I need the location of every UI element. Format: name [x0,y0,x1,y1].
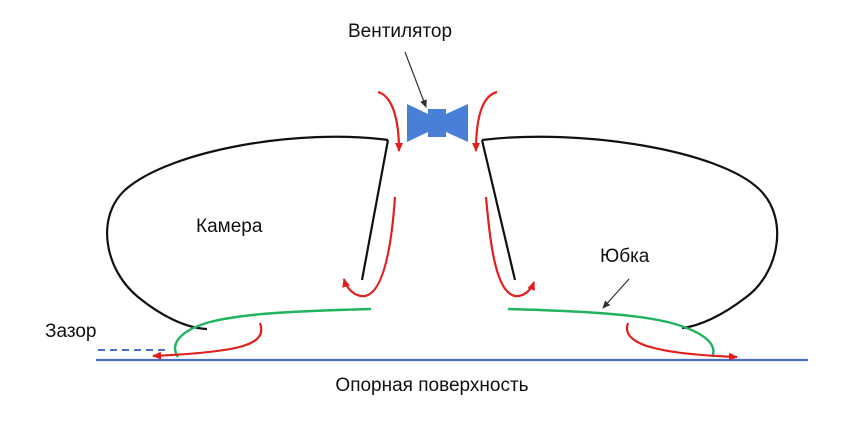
airflow-arrow-fan-right [472,90,498,152]
airflow-arrow-inner-right [484,196,536,298]
airflow-arrow-fan-left [377,90,403,152]
airflow-arrow-outflow-left [152,322,263,360]
right-skirt [507,307,715,358]
gap-label: Зазор [45,321,96,342]
right-inner-wall [480,139,517,281]
left-chamber-outline [106,135,389,331]
right-chamber-outline [481,135,779,330]
skirt-label: Юбка [600,246,650,267]
fan-icon [407,104,468,142]
left-inner-wall [360,139,390,281]
fan-label: Вентилятор [348,21,452,42]
left-skirt [173,307,372,358]
airflow-arrow-outflow-right [625,322,738,361]
airflow-arrow-inner-left [342,196,397,298]
support-surface-label: Опорная поверхность [335,375,528,396]
chamber-label: Камера [196,216,263,237]
skirt-pointer-arrow [602,278,630,309]
fan-pointer-arrow [404,51,427,108]
